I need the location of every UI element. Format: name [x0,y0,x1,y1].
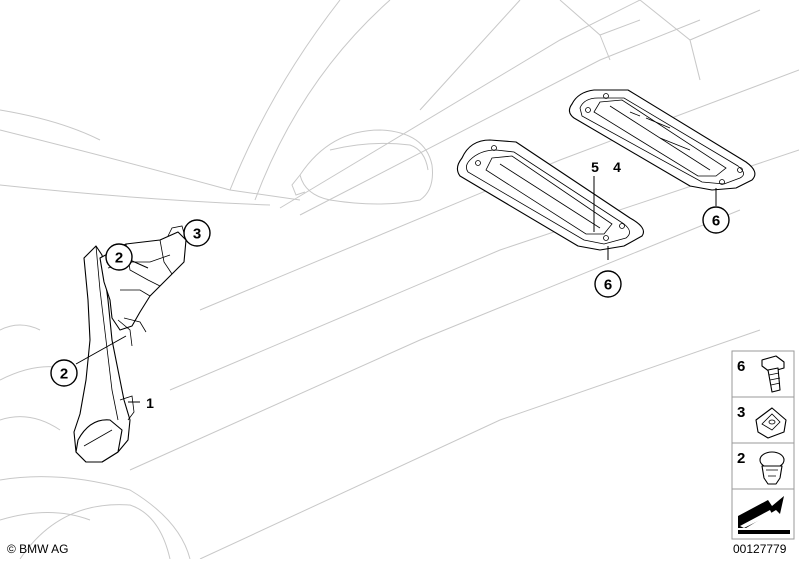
expanding-rivet-icon [759,451,785,485]
label-5: 5 [591,159,599,175]
legend-item-bolt: 6 [731,350,795,398]
callout-6-front: 6 [594,270,622,298]
label-4: 4 [613,159,621,175]
svg-text:2: 2 [737,450,745,467]
svg-text:6: 6 [604,277,612,294]
direction-arrow-icon [738,496,790,534]
callout-6-rear: 6 [702,206,730,234]
svg-text:2: 2 [60,366,68,383]
bolt-icon [761,355,785,393]
diagram-number: 00127779 [733,542,787,556]
label-1: 1 [146,395,154,411]
parts-legend: 6 3 2 [731,350,795,540]
exterior-mirror [291,129,433,205]
svg-text:6: 6 [737,358,745,375]
svg-text:1: 1 [146,395,154,411]
svg-text:3: 3 [737,404,745,421]
legend-direction-box [731,488,795,540]
svg-text:3: 3 [193,226,201,243]
leader-lines [75,176,717,403]
copyright-text: © BMW AG [7,542,69,556]
svg-text:5: 5 [591,159,599,175]
floor-plate-front [456,139,645,251]
svg-text:6: 6 [712,213,720,230]
svg-text:4: 4 [613,159,621,175]
footer: © BMW AG 00127779 [7,542,787,556]
legend-item-clip-nut: 3 [731,396,795,444]
clip-nut-icon [755,407,787,439]
callout-2-upper: 2 [105,243,133,271]
callout-3-top: 3 [183,219,211,247]
callout-2-lower: 2 [50,359,78,387]
floor-plate-rear [568,89,756,191]
legend-item-expanding-rivet: 2 [731,442,795,490]
svg-text:2: 2 [115,250,123,267]
